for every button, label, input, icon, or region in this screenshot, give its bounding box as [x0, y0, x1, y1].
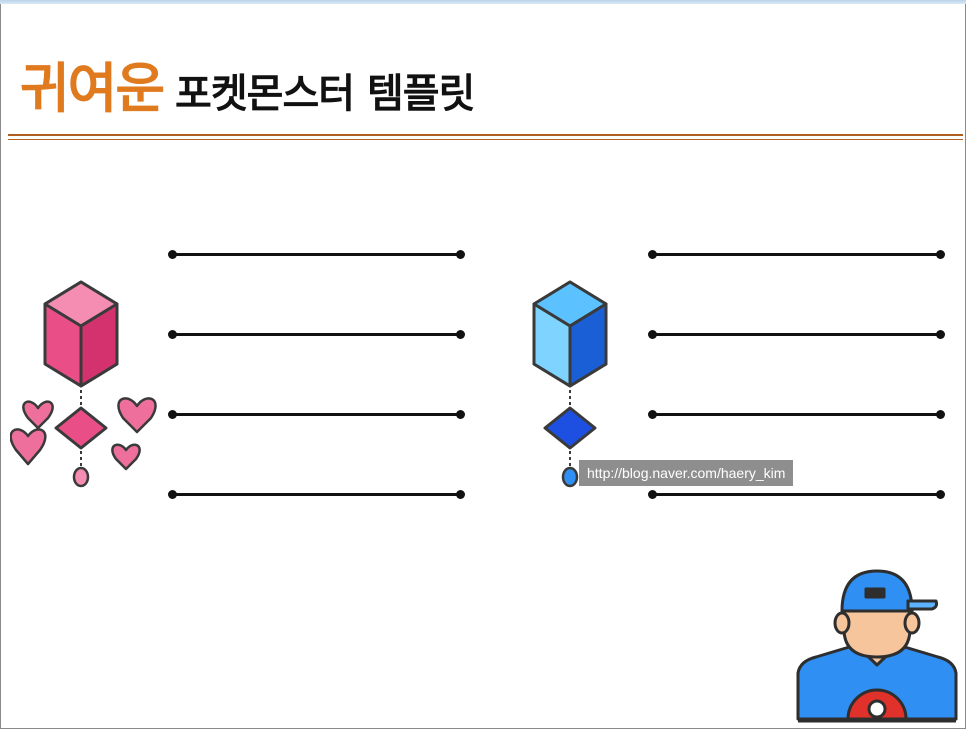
- title-accent: 귀여운: [20, 57, 165, 120]
- text-placeholder-line: [168, 330, 465, 339]
- text-placeholder-line: [648, 250, 945, 259]
- text-placeholder-line: [168, 490, 465, 499]
- window-top-edge: [0, 0, 966, 4]
- text-placeholder-line: [648, 330, 945, 339]
- text-placeholder-line: [648, 490, 945, 499]
- title-divider-top: [8, 134, 963, 136]
- text-placeholder-line: [168, 410, 465, 419]
- text-placeholder-line: [168, 250, 465, 259]
- title-divider-bottom: [8, 139, 963, 140]
- title-rest: 포켓몬스터 템플릿: [175, 71, 475, 117]
- blog-watermark: http://blog.naver.com/haery_kim: [579, 460, 794, 486]
- pink-gem-icon: [9, 278, 160, 497]
- blue-gem-icon: [525, 278, 615, 497]
- text-placeholder-line: [648, 410, 945, 419]
- pokemon-trainer-icon: [796, 565, 958, 727]
